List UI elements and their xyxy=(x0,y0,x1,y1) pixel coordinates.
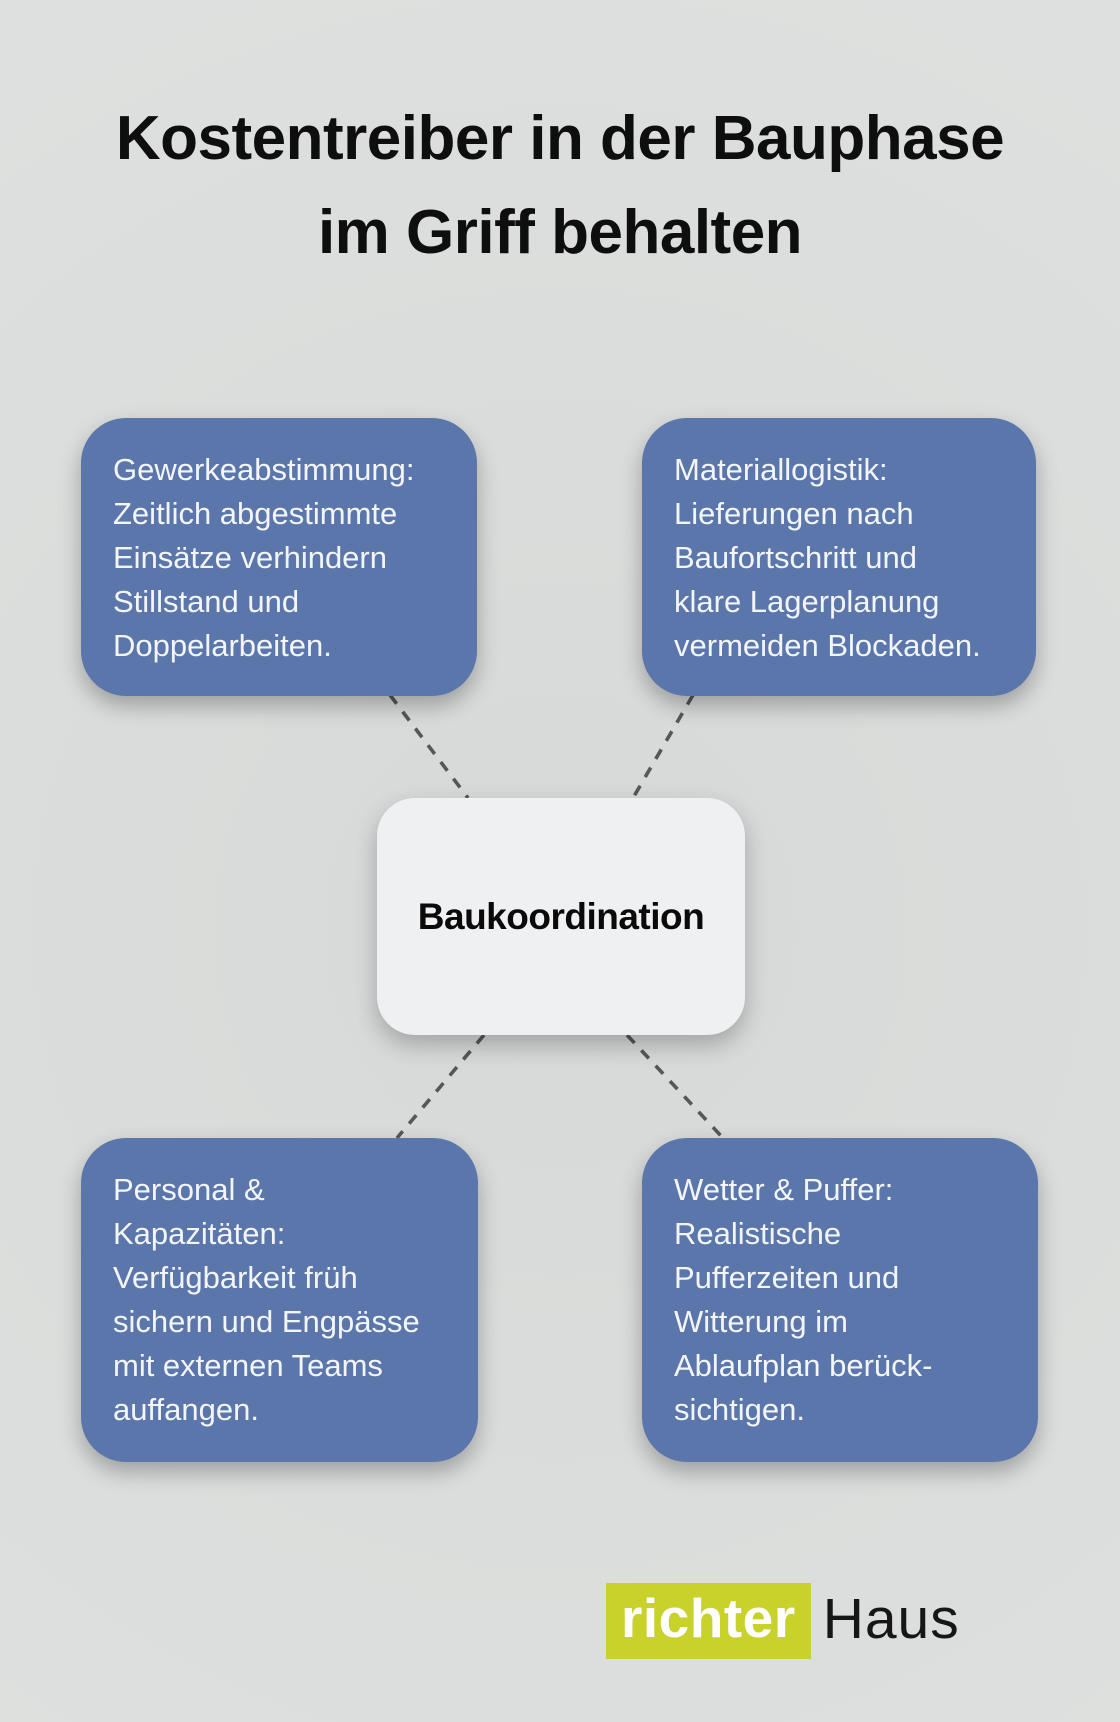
node-text-line: Baufortschritt und xyxy=(674,540,917,575)
node-text-line: Materiallogistik: xyxy=(674,452,888,487)
node-text-line: Pufferzeiten und xyxy=(674,1260,900,1295)
node-text-line: Verfügbarkeit früh xyxy=(113,1260,358,1295)
node-text-line: Personal & xyxy=(113,1172,265,1207)
brand-logo: richter Haus xyxy=(606,1583,960,1659)
node-text-line: Stillstand und xyxy=(113,584,300,619)
node-text-line: Ablaufplan berück- xyxy=(674,1348,933,1383)
node-text-line: Witterung im xyxy=(674,1304,848,1339)
connector-top-left xyxy=(388,693,470,800)
node-text-line: Gewerkeabstimmung: xyxy=(113,452,415,487)
node-text-line: sichern und Engpässe xyxy=(113,1304,420,1339)
node-text-line: Zeitlich abgestimmte xyxy=(113,496,398,531)
connector-top-right xyxy=(631,694,695,799)
logo-richter-badge: richter xyxy=(606,1583,811,1659)
node-materiallogistik: Materiallogistik: Lieferungen nach Baufo… xyxy=(642,418,1036,696)
node-text-line: auffangen. xyxy=(113,1392,259,1427)
center-node-label: Baukoordination xyxy=(417,895,705,937)
node-text-line: mit externen Teams xyxy=(113,1348,383,1383)
node-gewerkeabstimmung: Gewerkeabstimmung: Zeitlich abgestimmte … xyxy=(81,418,477,696)
connector-bottom-left xyxy=(395,1033,486,1140)
page-title-line1: Kostentreiber in der Bauphase xyxy=(115,104,1005,173)
node-text-line: Kapazitäten: xyxy=(113,1216,286,1251)
node-text-line: klare Lagerplanung xyxy=(674,584,940,619)
node-text-line: sichtigen. xyxy=(674,1392,805,1427)
connector-bottom-right xyxy=(625,1033,725,1140)
node-text-line: Realistische xyxy=(674,1216,842,1251)
node-text-line: Doppelarbeiten. xyxy=(113,628,332,663)
node-personal-kapazitaeten: Personal & Kapazitäten: Verfügbarkeit fr… xyxy=(81,1138,478,1462)
logo-haus-text: Haus xyxy=(822,1587,960,1651)
node-text-line: Einsätze verhindern xyxy=(113,540,387,575)
node-text-line: vermeiden Blockaden. xyxy=(674,628,981,663)
node-wetter-puffer: Wetter & Puffer: Realistische Pufferzeit… xyxy=(642,1138,1038,1462)
page-title: Kostentreiber in der Bauphase im Griff be… xyxy=(0,92,1120,280)
page-title-line2: im Griff behalten xyxy=(317,198,803,267)
center-node-baukoordination: Baukoordination xyxy=(377,798,745,1035)
node-text-line: Lieferungen nach xyxy=(674,496,914,531)
node-text-line: Wetter & Puffer: xyxy=(674,1172,894,1207)
